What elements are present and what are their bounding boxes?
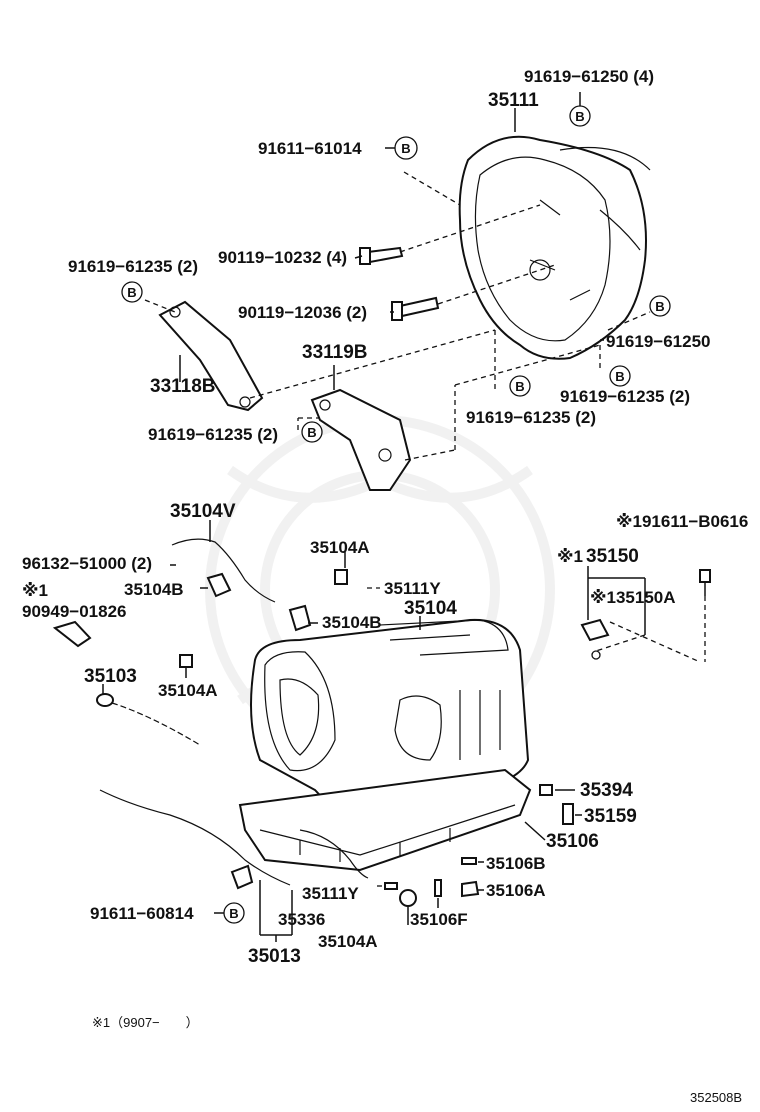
label-91611-B0616: ※191611−B0616 xyxy=(616,512,748,531)
dipstick-35103 xyxy=(96,693,201,746)
label-35104A-2: 35104A xyxy=(158,681,218,700)
footnote: ※1（9907− ） xyxy=(92,1015,199,1030)
label-90119-10232: 90119−10232 (4) xyxy=(218,248,347,267)
callout-b-3-text: B xyxy=(127,285,136,300)
label-35111Y-1: 35111Y xyxy=(384,579,441,598)
callout-b-8-text: B xyxy=(229,906,238,921)
label-91619-61235-l: 91619−61235 (2) xyxy=(148,425,278,444)
callout-b-4-text: B xyxy=(655,299,664,314)
callout-b-2: B xyxy=(394,136,418,160)
label-note1-b: ※1 xyxy=(22,581,48,600)
label-96132-51000: 96132−51000 (2) xyxy=(22,554,152,573)
callout-b-8: B xyxy=(223,902,245,924)
label-35150: 35150 xyxy=(586,546,639,567)
callout-b-1: B xyxy=(569,105,591,127)
label-33119B: 33119B xyxy=(302,342,368,363)
label-90949-01826: 90949−01826 xyxy=(22,602,126,621)
callout-b-2-text: B xyxy=(401,141,410,156)
label-35106: 35106 xyxy=(546,831,599,852)
label-91611-61014: 91611−61014 xyxy=(258,139,362,158)
label-33118B: 33118B xyxy=(150,376,216,397)
callout-b-3: B xyxy=(121,281,143,303)
filler-tube-35013 xyxy=(99,789,369,890)
label-35104: 35104 xyxy=(404,598,457,619)
callout-b-5: B xyxy=(609,365,631,387)
case-35104 xyxy=(250,618,530,807)
label-91619-61235-r2: 91619−61235 (2) xyxy=(466,408,596,427)
label-note1-a: ※1 xyxy=(557,547,583,566)
bottom-leaders xyxy=(102,520,706,942)
label-35336: 35336 xyxy=(278,910,325,929)
pipe-35104V xyxy=(171,538,312,632)
label-91619-61250: 91619−61250 xyxy=(606,332,710,351)
part-labels: 91619−61250 (4) 35111 91611−61014 91619−… xyxy=(22,67,748,967)
figure-id: 352508B xyxy=(690,1090,742,1105)
label-135150A: ※135150A xyxy=(590,588,676,607)
label-35106A: 35106A xyxy=(486,881,546,900)
bolt-90119-10232 xyxy=(359,246,404,265)
top-leaders xyxy=(144,92,651,461)
callout-b-5-text: B xyxy=(615,369,624,384)
bolt-90119-12036 xyxy=(391,296,440,321)
callout-b-1-text: B xyxy=(575,109,584,124)
callout-b-6-text: B xyxy=(515,379,524,394)
label-35106B: 35106B xyxy=(486,854,546,873)
label-35106F: 35106F xyxy=(410,910,468,929)
label-35104B-2: 35104B xyxy=(322,613,382,632)
label-35111Y-2: 35111Y xyxy=(302,884,359,903)
housing-35111 xyxy=(458,135,651,360)
label-91619-61235-top: 91619−61235 (2) xyxy=(68,257,198,276)
small-parts xyxy=(52,569,711,907)
label-35159: 35159 xyxy=(584,806,637,827)
bracket-33119B xyxy=(310,388,412,491)
oil-pan-35106 xyxy=(238,768,532,872)
label-90119-12036: 90119−12036 (2) xyxy=(238,303,367,322)
label-91619-61250-4: 91619−61250 (4) xyxy=(524,67,654,86)
label-91611-60814: 91611−60814 xyxy=(90,904,194,923)
callout-b-4: B xyxy=(649,295,671,317)
label-35104B-1: 35104B xyxy=(124,580,184,599)
label-35104A-1: 35104A xyxy=(310,538,370,557)
label-35104V: 35104V xyxy=(170,501,236,522)
label-35111: 35111 xyxy=(488,90,539,111)
callout-b-6: B xyxy=(509,375,531,397)
label-35394: 35394 xyxy=(580,780,633,801)
label-91619-61235-r1: 91619−61235 (2) xyxy=(560,387,690,406)
bracket-33118B xyxy=(158,300,264,412)
callout-b-7: B xyxy=(301,421,323,443)
label-35013: 35013 xyxy=(248,946,301,967)
label-35104A-3: 35104A xyxy=(318,932,378,951)
callout-b-7-text: B xyxy=(307,425,316,440)
label-35103: 35103 xyxy=(84,666,137,687)
